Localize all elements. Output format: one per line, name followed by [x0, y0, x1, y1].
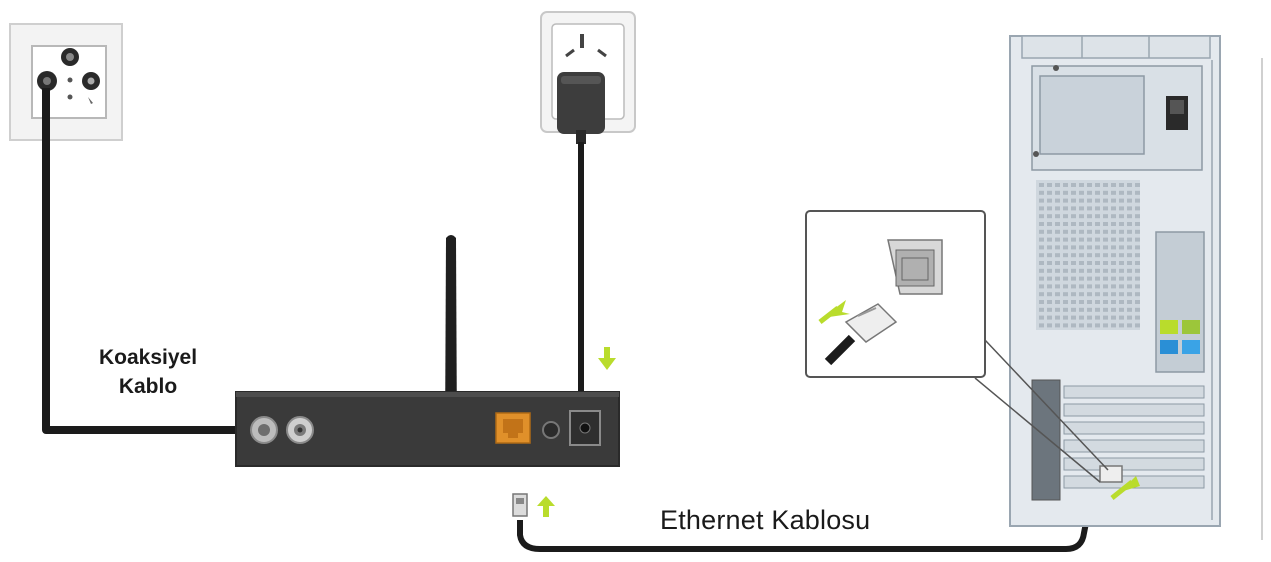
insert-arrow-icon [598, 347, 616, 370]
ethernet-cable-label: Ethernet Kablosu [660, 505, 871, 535]
cable-modem-icon [235, 391, 620, 467]
power-adapter-icon [557, 72, 605, 144]
rj45-plug-icon [512, 493, 528, 517]
insert-arrow-icon [537, 496, 555, 517]
callout-line [984, 339, 1109, 471]
coaxial-cable-label: Koaksiyel Kablo [78, 343, 218, 401]
coaxial-cable [42, 88, 255, 434]
coaxial-cable-label-line1: Koaksiyel [98, 346, 198, 369]
vent-grid [1039, 183, 1140, 328]
callout-line [974, 377, 1101, 483]
zoom-callout [805, 210, 986, 378]
computer-tower-icon [1009, 35, 1221, 527]
wall-antenna-outlet-icon [9, 23, 123, 141]
insert-arrow-icon [1110, 476, 1140, 500]
ethernet-port-icon [495, 412, 531, 444]
coaxial-cable-label-line2: Kablo [118, 375, 178, 398]
